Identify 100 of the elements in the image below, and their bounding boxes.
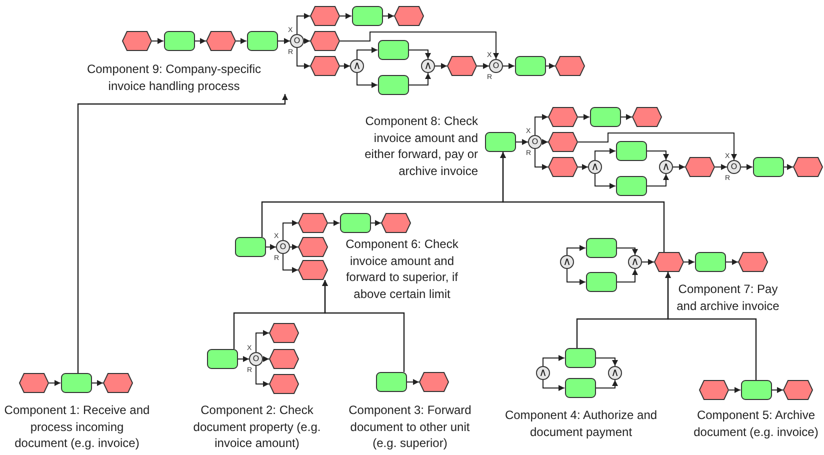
and-connector: ∧: [588, 160, 602, 174]
component-caption: Component 1: Receive and process incoming document (e.g. invoice): [4, 402, 150, 452]
xor-connector: O: [249, 352, 263, 366]
arrow: [542, 380, 565, 391]
arrow: [256, 330, 270, 352]
arrow: [408, 50, 431, 60]
arrow: [48, 380, 61, 386]
arrow: [646, 150, 669, 160]
event-hexagon: [555, 56, 585, 76]
component-caption: Component 3: Forward document to other unit (e.g. superior): [338, 402, 482, 452]
arrow: [265, 244, 276, 250]
event-hexagon: [269, 349, 299, 369]
event-hexagon: [632, 107, 662, 127]
function-box: [740, 380, 772, 400]
and-connector: ∧: [608, 366, 622, 380]
function-box: [352, 6, 382, 26]
arrow: [740, 164, 753, 170]
event-hexagon: [447, 56, 477, 76]
function-box: [752, 157, 784, 177]
arrow: [282, 220, 298, 240]
component-caption: Component 4: Authorize and document payment: [500, 407, 662, 440]
arrow: [728, 387, 741, 393]
connector-arrow: [77, 94, 288, 373]
event-hexagon: [394, 6, 424, 26]
and-connector: ∧: [421, 59, 435, 73]
arrow: [152, 38, 164, 44]
arrow: [304, 38, 310, 44]
event-hexagon: [783, 380, 813, 400]
arrow: [256, 366, 270, 387]
arrow: [515, 139, 528, 145]
component-caption: Component 6: Check invoice amount and forward to superior, if above certain limit: [334, 236, 470, 302]
xor-connector: O: [528, 135, 542, 149]
event-hexagon: [103, 373, 133, 393]
event-hexagon: [206, 31, 236, 51]
event-hexagon: [419, 372, 449, 392]
connector-arrow: [322, 280, 405, 372]
arrow: [194, 38, 206, 44]
event-hexagon: [298, 260, 328, 280]
event-hexagon: [298, 237, 328, 257]
and-connector: ∧: [560, 255, 574, 269]
function-box: [564, 348, 596, 368]
component-caption: Component 2: Check document property (e.g. invoice amount): [182, 402, 332, 452]
component-caption: Component 5: Archive document (e.g. invoice): [688, 407, 824, 440]
function-box: [616, 176, 646, 196]
arrow: [578, 164, 588, 170]
arrow: [595, 380, 618, 388]
event-hexagon: [269, 323, 299, 343]
component-caption: Component 7: Pay and archive invoice: [672, 281, 784, 314]
event-hexagon: [269, 374, 299, 394]
arrow: [356, 72, 378, 88]
arrow: [340, 63, 350, 69]
arrow: [340, 13, 352, 19]
event-hexagon: [310, 6, 340, 26]
and-connector: ∧: [659, 160, 673, 174]
xor-connector: O: [290, 34, 304, 48]
arrow: [542, 355, 565, 366]
function-box: [60, 373, 92, 393]
arrow: [476, 63, 490, 69]
connector-arrow: [500, 152, 665, 252]
arrow: [646, 174, 669, 186]
arrow: [578, 114, 590, 120]
arrow: [620, 114, 632, 120]
arrow: [262, 356, 270, 362]
arrow: [542, 139, 548, 145]
event-hexagon: [381, 213, 411, 233]
arrow: [566, 245, 586, 256]
arrow: [783, 164, 794, 170]
function-box: [378, 75, 408, 95]
event-hexagon: [19, 373, 49, 393]
function-box: [378, 40, 408, 60]
function-box: [694, 252, 726, 272]
function-box: [564, 378, 596, 398]
arrow: [534, 114, 548, 136]
arrow: [502, 63, 515, 69]
and-connector: ∧: [350, 59, 364, 73]
xor-connector: O: [727, 160, 741, 174]
arrow: [237, 356, 250, 362]
event-hexagon: [654, 252, 684, 272]
arrow: [594, 174, 616, 189]
arrow: [328, 220, 340, 226]
function-box: [340, 213, 370, 233]
function-box: [164, 31, 194, 51]
arrow: [406, 379, 420, 385]
arrow: [356, 47, 378, 60]
function-box: [484, 132, 516, 152]
function-box: [586, 238, 616, 258]
arrow: [277, 38, 290, 44]
xor-connector: O: [489, 59, 503, 73]
arrow: [771, 387, 784, 393]
arrow: [595, 358, 618, 366]
arrow: [408, 72, 431, 86]
event-hexagon: [699, 380, 729, 400]
arrow: [566, 268, 586, 285]
and-connector: ∧: [628, 255, 642, 269]
arrow: [296, 13, 310, 34]
arrow: [340, 32, 499, 60]
arrow: [672, 164, 686, 170]
connector-arrow: [665, 272, 757, 380]
arrow: [236, 38, 247, 44]
arrow: [534, 148, 548, 170]
